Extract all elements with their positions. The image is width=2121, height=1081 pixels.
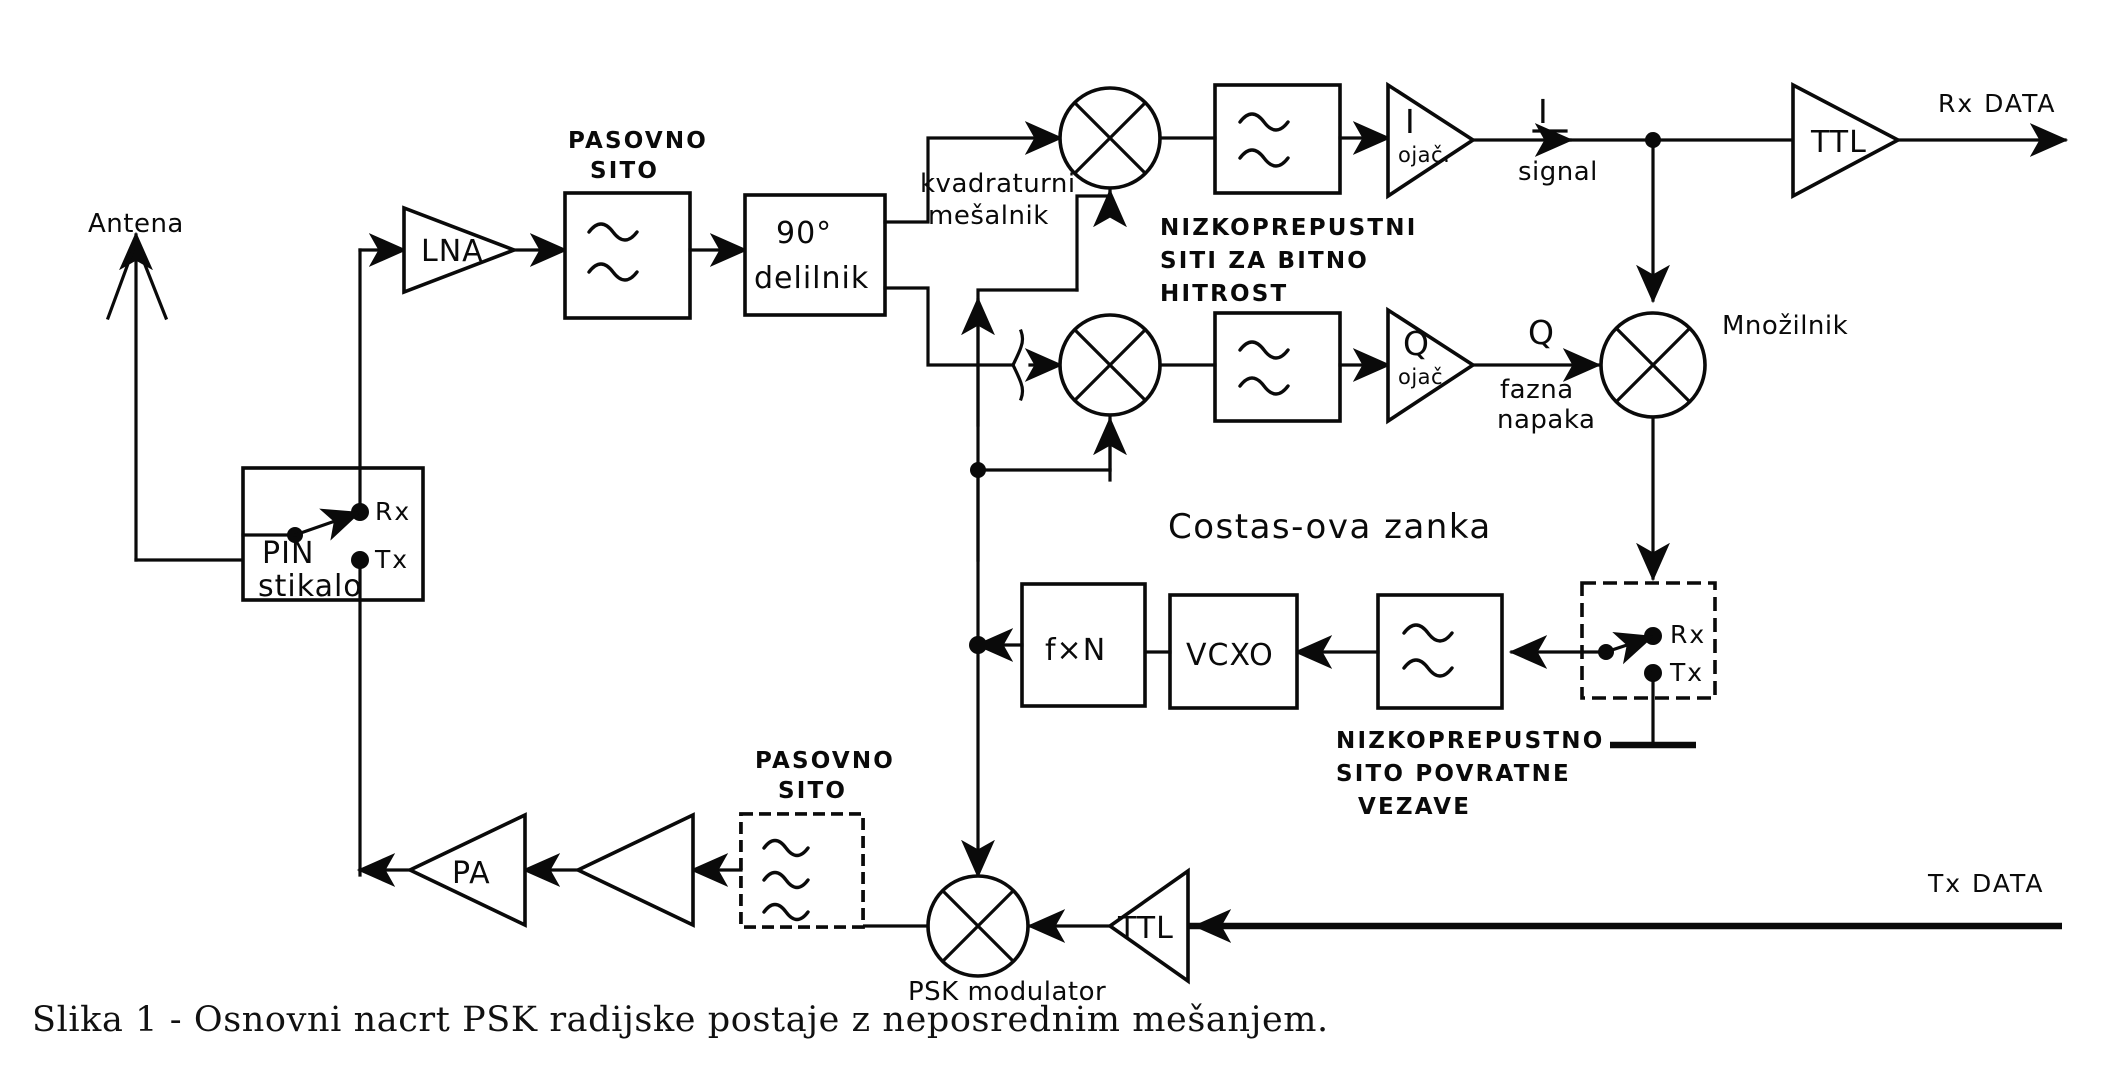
antenna-symbol [105, 231, 169, 562]
fb-lowpass-label-line1: NIZKOPREPUSTNO [1336, 728, 1605, 754]
i-lowpass-filter [1213, 83, 1342, 195]
vcxo-label: VCXO [1186, 638, 1274, 673]
wire-divider-to-mixer-i [883, 121, 1064, 224]
lowpass-bitrate-label-line2: SITI ZA BITNO [1160, 248, 1369, 274]
rx-ttl-buffer [1791, 82, 1902, 199]
loop-switch-tx-label: Tx [1669, 658, 1704, 687]
loop-switch-rx-contact [1644, 627, 1662, 645]
lowpass-bitrate-label-line3: HITROST [1160, 281, 1288, 307]
pa-label: PA [452, 856, 491, 891]
i-amplifier [1386, 81, 1477, 200]
divider-label-line1: 90° [776, 216, 832, 251]
q-error-label-line2: napaka [1497, 405, 1595, 435]
fb-lowpass-label-line2: SITO POVRATNE [1336, 761, 1571, 787]
q-error-label-line1: fazna [1500, 375, 1574, 405]
q-signal-label-top: Q [1528, 313, 1554, 352]
q-lowpass-filter [1213, 311, 1342, 423]
q-amp-label-line2: ojač. [1398, 365, 1450, 389]
quadrature-divider [743, 193, 887, 317]
vcxo [1168, 593, 1299, 710]
figure-caption: Slika 1 - Osnovni nacrt PSK radijske pos… [32, 1000, 1329, 1040]
lna-amplifier [402, 205, 520, 295]
tx-bandpass-filter [739, 812, 865, 929]
quadrature-mixer-label-line2: mešalnik [928, 201, 1049, 231]
i-amp-label-line1: I [1405, 102, 1415, 141]
rx-bpf-label-line1: PASOVNO [568, 128, 708, 154]
tx-data-label: Tx DATA [1927, 869, 2044, 898]
tx-bpf-label-line1: PASOVNO [755, 748, 895, 774]
wire-hop-lower [1010, 362, 1025, 402]
psk-modulator [926, 874, 1030, 978]
loop-switch[interactable] [1580, 581, 1717, 749]
i-signal-label-top: I [1538, 92, 1548, 131]
mixer-q [1058, 313, 1162, 417]
pin-switch[interactable] [241, 248, 425, 877]
wire-lo-to-mixer-i [1075, 194, 1112, 292]
rx-data-label: Rx DATA [1938, 89, 2057, 118]
quadrature-mixer-label-line1: kvadraturni [920, 169, 1076, 199]
rx-bandpass-filter [563, 191, 692, 320]
pin-switch-tx-label: Tx [374, 545, 409, 574]
rx-bpf-label-line2: SITO [590, 158, 659, 184]
costas-loop-label: Costas-ova zanka [1168, 507, 1492, 547]
pin-switch-rx-label: Rx [375, 497, 411, 526]
multiplier-label: Množilnik [1722, 311, 1848, 341]
fxn-label: f×N [1045, 633, 1106, 668]
psk-modulator-label: PSK modulator [908, 977, 1106, 1007]
tx-bpf-label-line2: SITO [778, 778, 847, 804]
fb-lowpass-label-line3: VEZAVE [1358, 794, 1471, 820]
loop-switch-rx-label: Rx [1670, 620, 1706, 649]
tx-ttl-label: TTL [1117, 911, 1174, 946]
wire-hop-upper [1010, 328, 1025, 368]
lowpass-bitrate-label-line1: NIZKOPREPUSTNI [1160, 215, 1418, 241]
lna-label: LNA [421, 234, 484, 269]
rx-ttl-label: TTL [1810, 125, 1867, 160]
pin-switch-label-line1: PIN [262, 536, 314, 571]
frequency-multiplier [1020, 582, 1147, 708]
driver-amplifier [573, 812, 695, 928]
q-amplifier [1386, 306, 1477, 425]
power-amplifier [405, 812, 527, 928]
feedback-lowpass-filter [1376, 593, 1504, 710]
i-amp-label-line2: ojač. [1398, 143, 1450, 167]
pin-switch-label-line2: stikalo [258, 569, 363, 604]
wire-divider-to-mixer-q-a [883, 286, 1015, 367]
divider-label-line2: delilnik [754, 261, 869, 296]
antenna-label: Antena [88, 209, 184, 239]
i-signal-label-bottom: signal [1518, 157, 1598, 187]
multiplier [1599, 311, 1707, 419]
q-amp-label-line1: Q [1403, 324, 1429, 363]
